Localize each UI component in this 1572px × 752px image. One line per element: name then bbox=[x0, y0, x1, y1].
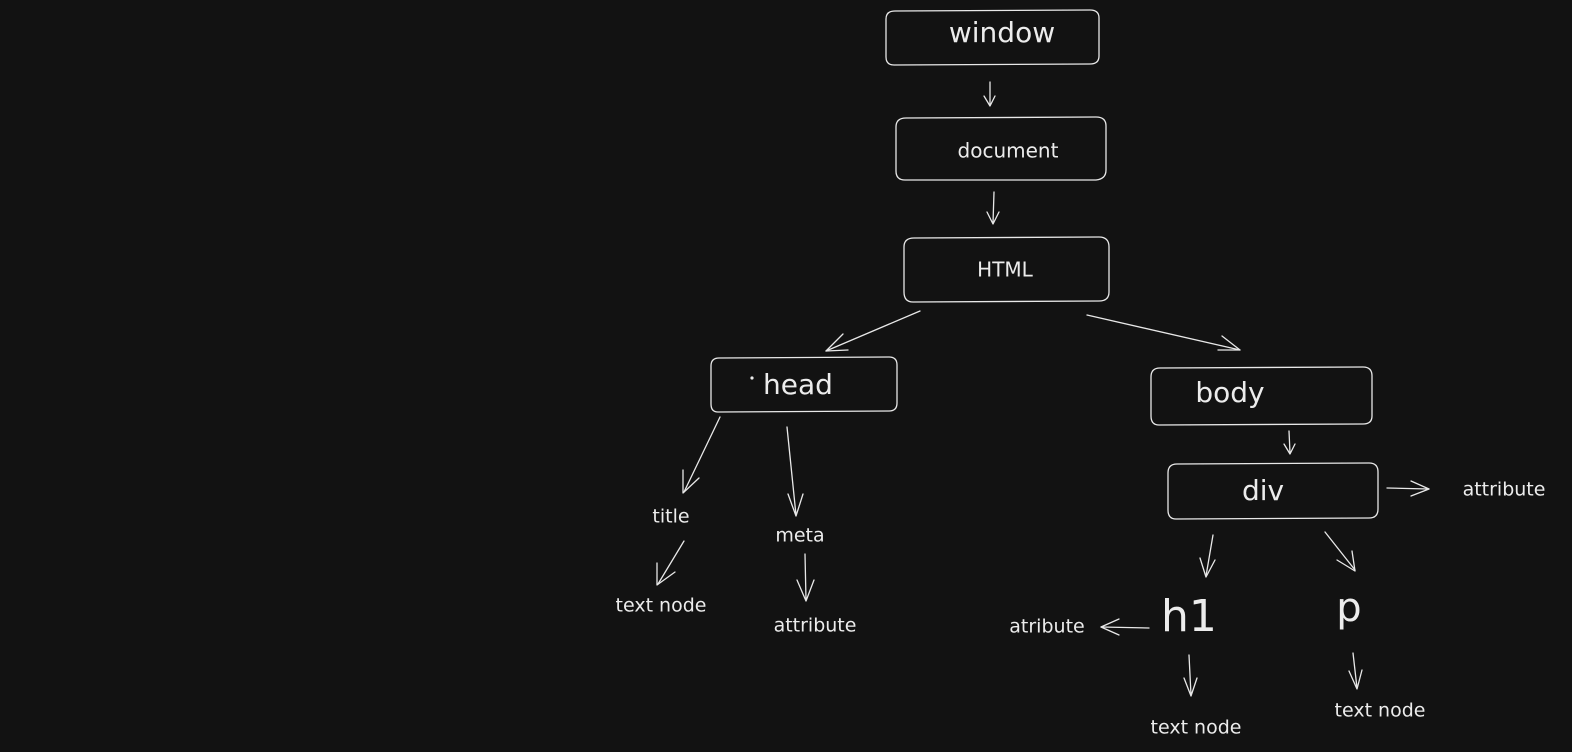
arrow-h1-attribute bbox=[1100, 618, 1150, 636]
body-label: body bbox=[1195, 376, 1264, 409]
div-attribute-label: attribute bbox=[1463, 479, 1546, 501]
arrow-div-p bbox=[1324, 531, 1356, 572]
h1-text-node-label: text node bbox=[1151, 717, 1242, 739]
arrow-head-title bbox=[682, 416, 721, 494]
document-node[interactable]: document bbox=[895, 116, 1107, 181]
meta-label: meta bbox=[775, 525, 824, 547]
div-label: div bbox=[1242, 474, 1284, 507]
window-label: window bbox=[949, 16, 1055, 49]
arrow-document-html bbox=[986, 191, 1000, 225]
arrow-html-body bbox=[1086, 314, 1241, 351]
arrow-meta-attribute bbox=[796, 553, 815, 602]
arrow-title-textnode bbox=[656, 540, 685, 586]
document-label: document bbox=[958, 139, 1059, 163]
html-node[interactable]: HTML bbox=[903, 236, 1110, 303]
body-node[interactable]: body bbox=[1150, 366, 1373, 426]
html-label: HTML bbox=[977, 258, 1034, 282]
stray-dot bbox=[750, 376, 754, 380]
arrow-h1-textnode bbox=[1183, 654, 1198, 697]
arrow-window-document bbox=[983, 81, 996, 107]
div-node[interactable]: div bbox=[1167, 462, 1379, 520]
h1-label: h1 bbox=[1161, 591, 1217, 642]
meta-attribute-label: attribute bbox=[774, 615, 857, 637]
arrow-head-meta bbox=[786, 426, 804, 517]
head-node[interactable]: head bbox=[710, 356, 898, 413]
arrow-p-textnode bbox=[1348, 652, 1363, 690]
head-label: head bbox=[763, 368, 833, 401]
title-text-node-label: text node bbox=[616, 595, 707, 617]
p-text-node-label: text node bbox=[1335, 700, 1426, 722]
h1-attribute-label: atribute bbox=[1009, 616, 1084, 638]
p-label: p bbox=[1336, 585, 1361, 631]
window-node[interactable]: window bbox=[885, 9, 1100, 66]
arrow-div-h1 bbox=[1199, 534, 1216, 578]
arrow-div-attribute bbox=[1386, 480, 1430, 497]
title-label: title bbox=[652, 506, 689, 528]
arrow-body-div bbox=[1283, 430, 1296, 455]
arrow-html-head bbox=[825, 310, 921, 352]
